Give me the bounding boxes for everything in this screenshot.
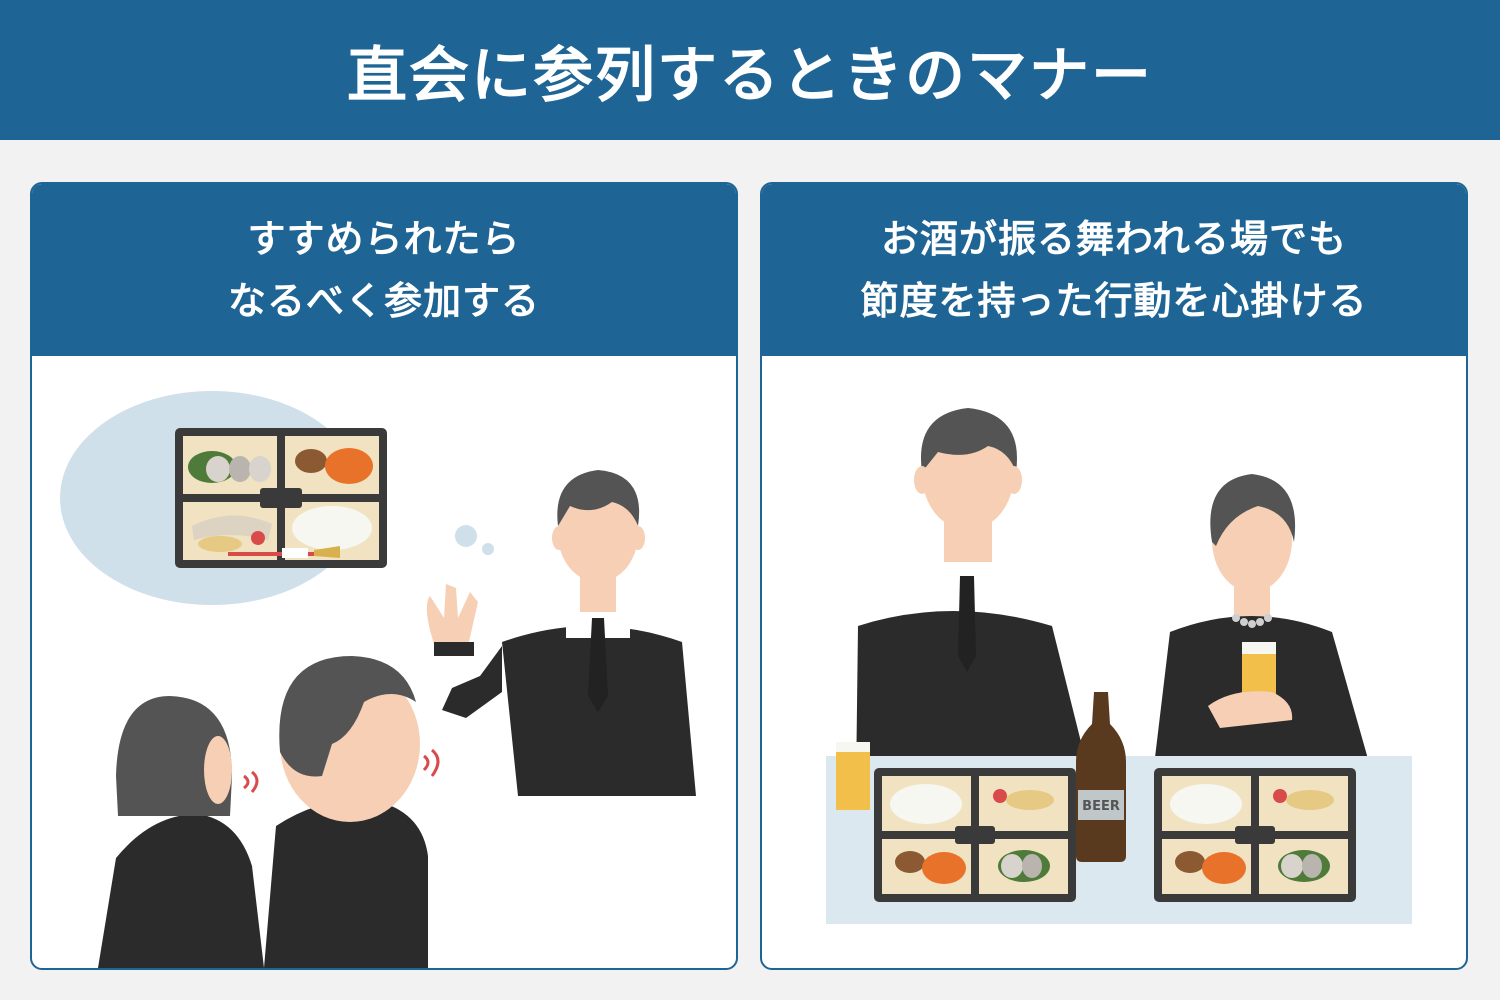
woman-holding-beer — [1154, 474, 1370, 766]
card-heading: お酒が振る舞われる場でも 節度を持った行動を心掛ける — [762, 184, 1466, 356]
card-heading-line-1: すすめられたら — [247, 217, 521, 261]
manner-card-participate: すすめられたら なるべく参加する — [30, 182, 738, 970]
card-heading: すすめられたら なるべく参加する — [32, 184, 736, 356]
beer-glass-icon — [836, 742, 870, 810]
illustration-invited-to-meal — [32, 356, 736, 968]
beer-bottle-icon: BEER — [1076, 692, 1126, 862]
bento-box-icon — [175, 428, 387, 568]
pearl-necklace — [1232, 614, 1272, 628]
bento-box-icon — [1154, 768, 1356, 902]
card-heading-line-1: お酒が振る舞われる場でも — [880, 217, 1348, 261]
manner-card-moderate-drinking: お酒が振る舞われる場でも 節度を持った行動を心掛ける — [760, 182, 1468, 970]
page-title: 直会に参列するときのマナー — [347, 40, 1153, 111]
card-heading-line-2: 節度を持った行動を心掛ける — [860, 279, 1368, 323]
card-heading-line-2: なるべく参加する — [227, 279, 540, 323]
man-in-suit-standing — [856, 408, 1092, 786]
man-from-behind — [264, 656, 440, 968]
woman-from-behind — [98, 696, 264, 968]
illustration-dinner-table: BEER — [762, 356, 1466, 968]
bottle-label: BEER — [1082, 799, 1120, 814]
man-in-suit-waving — [426, 470, 696, 796]
bento-box-icon — [874, 768, 1076, 902]
title-banner: 直会に参列するときのマナー — [0, 0, 1500, 140]
